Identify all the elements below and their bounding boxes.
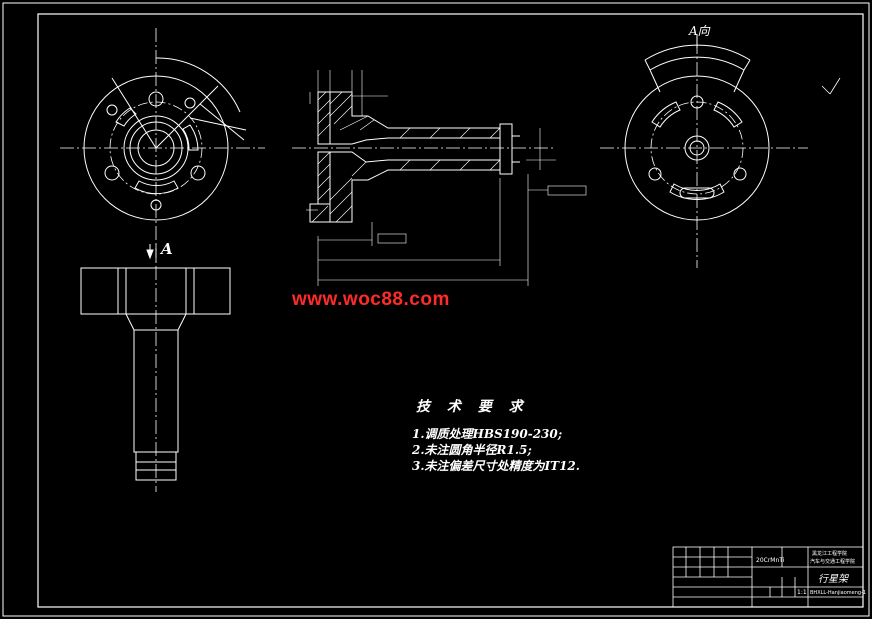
inner-border: [37, 13, 864, 608]
title-block-material: 20CrMnTi: [756, 557, 785, 564]
tech-requirement-3: 3.未注偏差尺寸处精度为IT12.: [412, 459, 580, 473]
left-shaft-view: [80, 244, 231, 492]
title-block-school: 黑龙江工程学院: [812, 551, 848, 557]
view-a-label: A向: [689, 24, 710, 38]
watermark: www.woc88.com: [292, 289, 450, 310]
tech-requirement-1: 1.调质处理HBS190-230;: [412, 427, 563, 441]
section-arrow-label: A: [161, 240, 173, 258]
left-flange-view: [60, 28, 265, 262]
title-block: [672, 546, 864, 608]
tech-requirements-title: 技 术 要 求: [416, 399, 529, 415]
title-block-school-sub: 汽车与交通工程学院: [810, 559, 856, 565]
title-block-drawing-no: BHXLL-Hanjiaomeng-1: [810, 590, 867, 596]
tech-requirement-2: 2.未注圆角半径R1.5;: [412, 443, 532, 457]
tech-requirements: 技 术 要 求 1.调质处理HBS190-230; 2.未注圆角半径R1.5; …: [412, 396, 580, 474]
view-a: [600, 34, 808, 268]
title-block-part-name: 行星架: [818, 574, 848, 585]
title-block-scale: 1:1: [797, 589, 807, 596]
roughness-symbol: [821, 77, 841, 95]
section-view: [292, 70, 587, 286]
